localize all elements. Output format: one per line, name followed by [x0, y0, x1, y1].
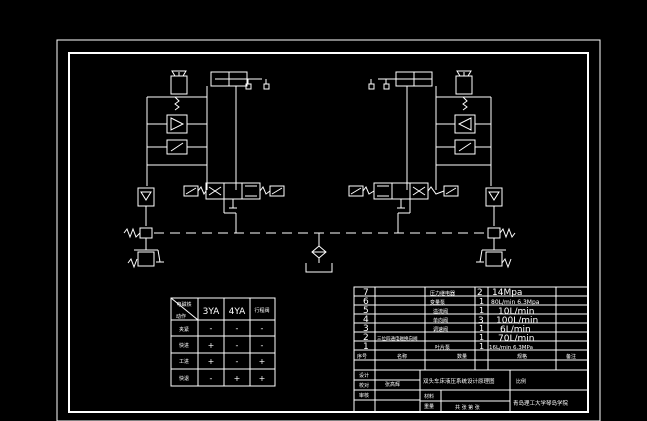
- right-circuit: [348, 70, 516, 269]
- part-name: 溢流阀: [433, 308, 448, 315]
- left-pressure-relay: [170, 75, 188, 95]
- row-cell: +: [208, 341, 215, 350]
- row-cell: +: [259, 357, 266, 366]
- part-qty: 2: [477, 288, 483, 298]
- part-qty: 1: [479, 342, 484, 351]
- title-block-lines: [353, 286, 589, 413]
- ratio-label: 比例: [516, 378, 526, 385]
- part-name: 调速阀: [433, 326, 448, 333]
- sequence-table: [170, 297, 276, 387]
- design-label: 设计: [359, 372, 369, 379]
- part-no: 6: [363, 297, 369, 307]
- left-circuit: [123, 70, 285, 269]
- part-no: 2: [363, 333, 369, 343]
- part-spec: 100L/min: [496, 316, 538, 326]
- part-no: 4: [363, 315, 369, 325]
- row-cell: -: [261, 341, 264, 350]
- title-block-review-label: 校对: [359, 382, 369, 389]
- part-qty: 1: [479, 333, 484, 342]
- part-qty: 1: [479, 297, 484, 306]
- designer-name: 张高辉: [385, 381, 400, 388]
- school-name: 青岛理工大学琴岛学院: [513, 399, 569, 407]
- right-pump: [487, 227, 501, 239]
- corner-top-label: 电磁铁: [176, 301, 191, 308]
- part-name: 变量泵: [430, 299, 445, 306]
- row-cell: -: [261, 324, 264, 333]
- header-note: 备注: [566, 353, 576, 360]
- row-cell: -: [236, 357, 239, 366]
- check-label: 审核: [359, 392, 369, 399]
- right-pump-check: [485, 187, 503, 207]
- part-qty: 3: [478, 316, 484, 326]
- drawing-frame: [68, 52, 589, 413]
- part-qty: 1: [479, 324, 484, 333]
- row-label: 工进: [179, 358, 189, 365]
- row-cell: +: [208, 357, 215, 366]
- corner-bottom-label: 动作: [176, 313, 186, 320]
- part-spec: 6L/min: [500, 325, 531, 335]
- left-pump: [139, 227, 153, 239]
- row-label: 快退: [179, 375, 189, 382]
- col-header-travel-valve: 行程阀: [254, 307, 269, 314]
- part-no: 3: [363, 324, 369, 334]
- title-block-text: 设计 校对 张高辉 审核 双头车床液压系统设计原理图 比例 材料 重量 共 张 …: [359, 372, 569, 411]
- row-label: 快进: [179, 342, 189, 349]
- col-header-4ya: 4YA: [229, 307, 247, 317]
- sequence-table-text: 电磁铁 动作 3YA 4YA 行程阀 夹紧 - - - 快进 + - - 工进 …: [176, 301, 270, 383]
- part-spec: 14Mpa: [492, 288, 522, 298]
- part-spec: 16L/min 6.3MPa: [489, 345, 533, 351]
- part-no: 1: [363, 342, 369, 352]
- part-name: 三位四通电磁换向阀: [377, 335, 418, 342]
- drawing-title: 双头车床液压系统设计原理图: [423, 377, 495, 385]
- header-qty: 数量: [457, 353, 467, 360]
- row-cell: -: [210, 324, 213, 333]
- sheet-outer-border: [56, 39, 601, 421]
- row-cell: -: [236, 324, 239, 333]
- parts-list-text: 7 压力继电器 2 14Mpa 6 变量泵 1 80L/min 6.3Mpa 5…: [357, 288, 576, 360]
- part-spec: 80L/min 6.3Mpa: [491, 299, 540, 306]
- row-cell: -: [236, 341, 239, 350]
- row-cell: -: [210, 374, 213, 383]
- part-qty: 1: [479, 306, 484, 315]
- header-spec: 规格: [517, 353, 527, 360]
- left-pump-check: [137, 187, 155, 207]
- part-spec: 70L/min: [498, 334, 534, 344]
- tank-symbol: [305, 263, 333, 273]
- col-header-3ya: 3YA: [203, 307, 221, 317]
- part-spec: 10L/min: [498, 307, 534, 317]
- row-cell: +: [234, 374, 241, 383]
- part-name: 叶片泵: [435, 344, 450, 351]
- main-pressure-line: [154, 232, 488, 273]
- right-pressure-relay: [455, 75, 473, 95]
- part-no: 5: [363, 306, 369, 316]
- sheet-label: 共 张 第 张: [455, 404, 480, 411]
- header-no: 序号: [357, 353, 367, 360]
- part-name: 单向阀: [433, 317, 448, 324]
- part-no: 7: [363, 288, 369, 298]
- header-name: 名称: [397, 353, 407, 360]
- weight-label: 重量: [424, 403, 434, 410]
- row-cell: +: [259, 374, 266, 383]
- part-name: 压力继电器: [430, 290, 455, 297]
- row-label: 夹紧: [179, 326, 189, 333]
- material-label: 材料: [424, 393, 434, 400]
